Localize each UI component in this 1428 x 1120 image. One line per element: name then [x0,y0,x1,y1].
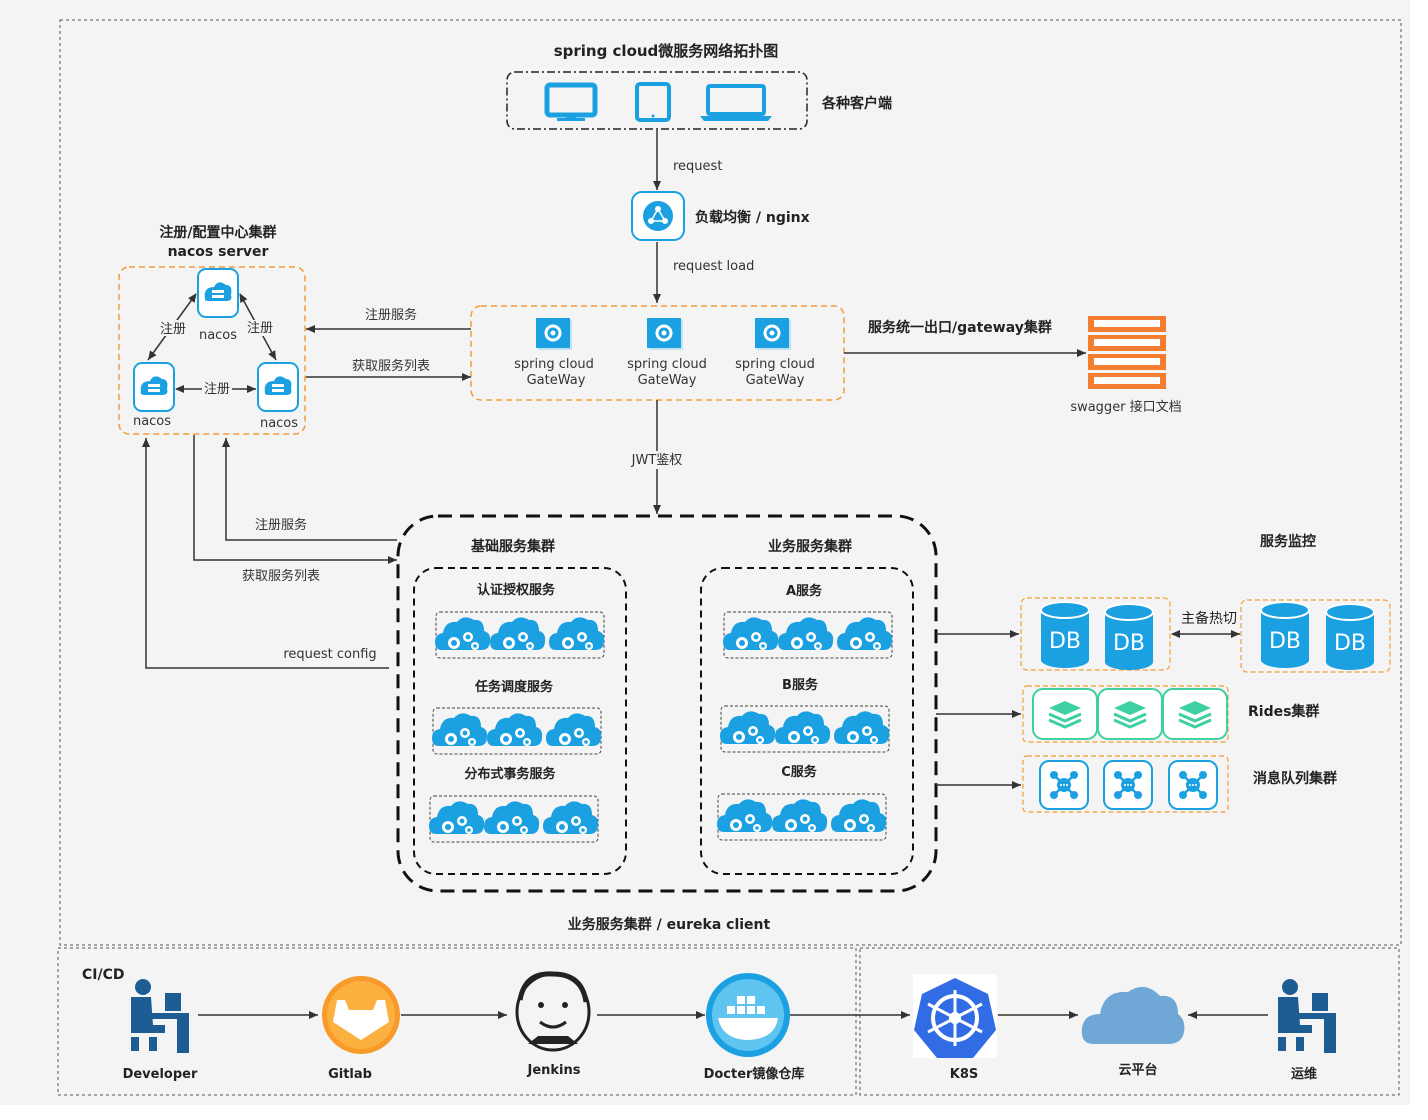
nginx-label: 负载均衡 / nginx [695,209,810,226]
laptop-icon [700,84,772,121]
jwt-label: JWT鉴权 [631,452,683,468]
basic-group-2-title: 任务调度服务 [474,679,554,695]
canvas-area [0,0,1410,1105]
nacos-edge-bottom-label: 注册 [204,382,230,397]
master-standby-label: 主备热切 [1181,610,1237,627]
register-service-label: 注册服务 [365,307,417,323]
nacos-edge-left-label: 注册 [160,322,186,337]
db-label: DB [1334,631,1366,656]
gateway-1-icon [534,316,574,352]
k8s-label: K8S [950,1067,978,1082]
nacos-edge-right-label: 注册 [247,321,273,336]
request-load-label: request load [673,259,754,274]
gitlab-label: Gitlab [328,1067,372,1082]
monitor-icon [544,82,598,121]
db-label: DB [1113,631,1145,656]
db-label: DB [1269,629,1301,654]
get-service-list-label: 获取服务列表 [352,358,430,374]
nacos-node-left-label: nacos [133,414,171,429]
request-label: request [673,159,722,174]
clients-label: 各种客户端 [821,95,892,112]
main-frame [59,19,1402,946]
business-group-c-box [717,793,887,841]
deploy-frame [859,947,1400,1096]
request-config-label: request config [283,647,376,662]
basic-group-3-title: 分布式事务服务 [464,766,556,782]
gateway-2-icon [645,316,685,352]
business-group-b-title: B服务 [782,677,819,693]
gateway-2-line1: spring cloud [627,357,707,372]
mq-icon [1102,759,1154,811]
jenkins-label: Jenkins [526,1063,580,1078]
basic-services-box [413,567,627,875]
redis-label: Rides集群 [1248,703,1319,720]
gateway-1-line2: GateWay [527,373,586,388]
business-group-a-box [723,611,893,659]
k8s-icon [913,974,997,1058]
gateway-exit-label: 服务统一出口/gateway集群 [868,319,1052,336]
mq-icon [1038,759,1090,811]
business-group-a-title: A服务 [786,583,823,599]
eureka-label: 业务服务集群 / eureka client [568,916,771,933]
basic-group-3-box [429,795,599,843]
db-primary-box [1020,597,1171,671]
docker-icon [706,973,790,1057]
request-config-arrow [142,438,389,669]
basic-group-1-title: 认证授权服务 [477,582,556,598]
business-services-box [700,567,914,875]
cicd-title: CI/CD [82,967,125,983]
cicd-frame [57,947,857,1096]
nacos-node-top-icon [197,268,239,318]
mq-cluster-box [1022,755,1229,813]
business-group-c-title: C服务 [781,764,818,780]
nacos-cluster-title: 注册/配置中心集群 [159,224,276,241]
business-group-b-box [720,705,890,753]
gateway-3-line2: GateWay [746,373,805,388]
gateway-3-line1: spring cloud [735,357,815,372]
db-standby-box [1240,599,1391,673]
developer-label: Developer [123,1067,198,1082]
nacos-node-top-label: nacos [199,328,237,343]
swagger-icon [1088,316,1166,389]
get-service-list-label-2: 获取服务列表 [242,568,320,584]
basic-services-title: 基础服务集群 [471,538,555,555]
get-service-list-arrow-2 [193,435,397,564]
service-cluster-box [396,514,938,893]
nacos-node-right-icon [257,362,299,412]
nacos-node-left-icon [133,362,175,412]
nacos-cluster-box [118,266,306,435]
redis-icon [1031,687,1099,741]
cloud-platform-icon [1081,986,1185,1044]
gateway-3-icon [753,316,793,352]
mq-icon [1167,759,1219,811]
gitlab-icon [322,976,400,1054]
redis-icon [1161,687,1229,741]
basic-group-2-box [432,707,602,755]
db-label: DB [1049,629,1081,654]
tablet-icon [635,82,671,122]
nacos-cluster-subtitle: nacos server [168,244,269,260]
diagram-title: spring cloud微服务网络拓扑图 [554,42,779,60]
swagger-label: swagger 接口文档 [1070,399,1181,415]
clients-box [506,71,808,130]
monitor-label: 服务监控 [1260,533,1316,550]
basic-group-1-box [435,611,605,659]
redis-icon [1096,687,1164,741]
cloud-platform-label: 云平台 [1118,1062,1157,1078]
register-service-label-2: 注册服务 [255,517,307,533]
register-service-arrow-2 [222,438,397,541]
gateway-1-line1: spring cloud [514,357,594,372]
jenkins-icon [515,971,591,1052]
mq-label: 消息队列集群 [1253,770,1337,787]
nacos-node-right-label: nacos [260,416,298,431]
business-services-title: 业务服务集群 [768,538,852,555]
docker-label: Docter镜像仓库 [704,1066,805,1082]
gateway-2-line2: GateWay [638,373,697,388]
ops-label: 运维 [1291,1066,1317,1082]
nginx-icon [631,191,685,241]
